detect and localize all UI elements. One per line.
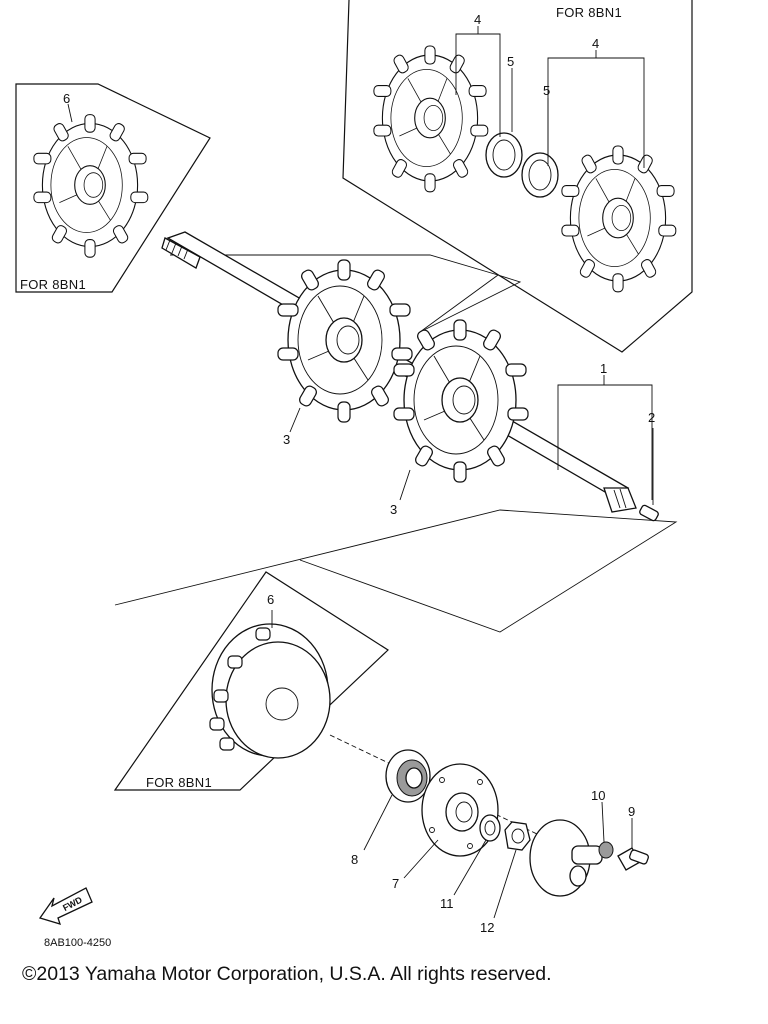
fwd-arrow-icon: FWD: [38, 887, 93, 925]
bottom-variant-box: FOR 8BN1: [113, 571, 389, 791]
bearing: [385, 749, 431, 803]
callout-6-top-left: 6: [63, 91, 70, 106]
callout-12: 12: [480, 920, 494, 935]
callout-4-top-left: 4: [474, 12, 481, 27]
collar-nut: [598, 841, 614, 859]
callout-10: 10: [591, 788, 605, 803]
drive-sprocket-2: [393, 319, 529, 483]
top-left-variant-box: FOR 8BN1: [15, 83, 211, 293]
end-cover-plate: [529, 819, 603, 897]
top-left-box-label: FOR 8BN1: [20, 277, 86, 292]
callout-3-left: 3: [283, 432, 290, 447]
callout-7: 7: [392, 876, 399, 891]
callout-5-top-right: 5: [543, 83, 550, 98]
callout-2: 2: [648, 410, 655, 425]
nut: [504, 821, 531, 851]
drawing-code: 8AB100-4250: [44, 937, 111, 949]
spacer-collar-top-1: [485, 132, 523, 178]
callout-8: 8: [351, 852, 358, 867]
bolt: [617, 847, 649, 871]
callout-5-top-left: 5: [507, 54, 514, 69]
bearing-housing-flange: [421, 763, 499, 857]
callout-labels: 4 5 4 5 6 1 2 3 3 6 10 9 8 7 11 12: [63, 12, 655, 935]
spacer-collar-top-2: [521, 152, 559, 198]
bottom-sprocket-wheel: [209, 623, 331, 759]
callout-3-right: 3: [390, 502, 397, 517]
top-sprocket-right: [561, 145, 677, 293]
top-left-sprocket: [33, 114, 149, 258]
callout-9: 9: [628, 804, 635, 819]
top-right-variant-box: FOR 8BN1: [342, 0, 693, 353]
drive-sprocket-1: [277, 259, 413, 423]
shaft-plug: [639, 504, 659, 522]
washer: [479, 814, 501, 842]
callout-6-bottom: 6: [267, 592, 274, 607]
bottom-box-label: FOR 8BN1: [146, 775, 212, 790]
top-sprocket-left: [373, 45, 489, 193]
callout-11: 11: [440, 896, 454, 911]
copyright-notice: ©2013 Yamaha Motor Corporation, U.S.A. A…: [22, 963, 552, 985]
top-right-box-label: FOR 8BN1: [556, 5, 622, 20]
callout-1: 1: [600, 361, 607, 376]
callout-4-top-right: 4: [592, 36, 599, 51]
